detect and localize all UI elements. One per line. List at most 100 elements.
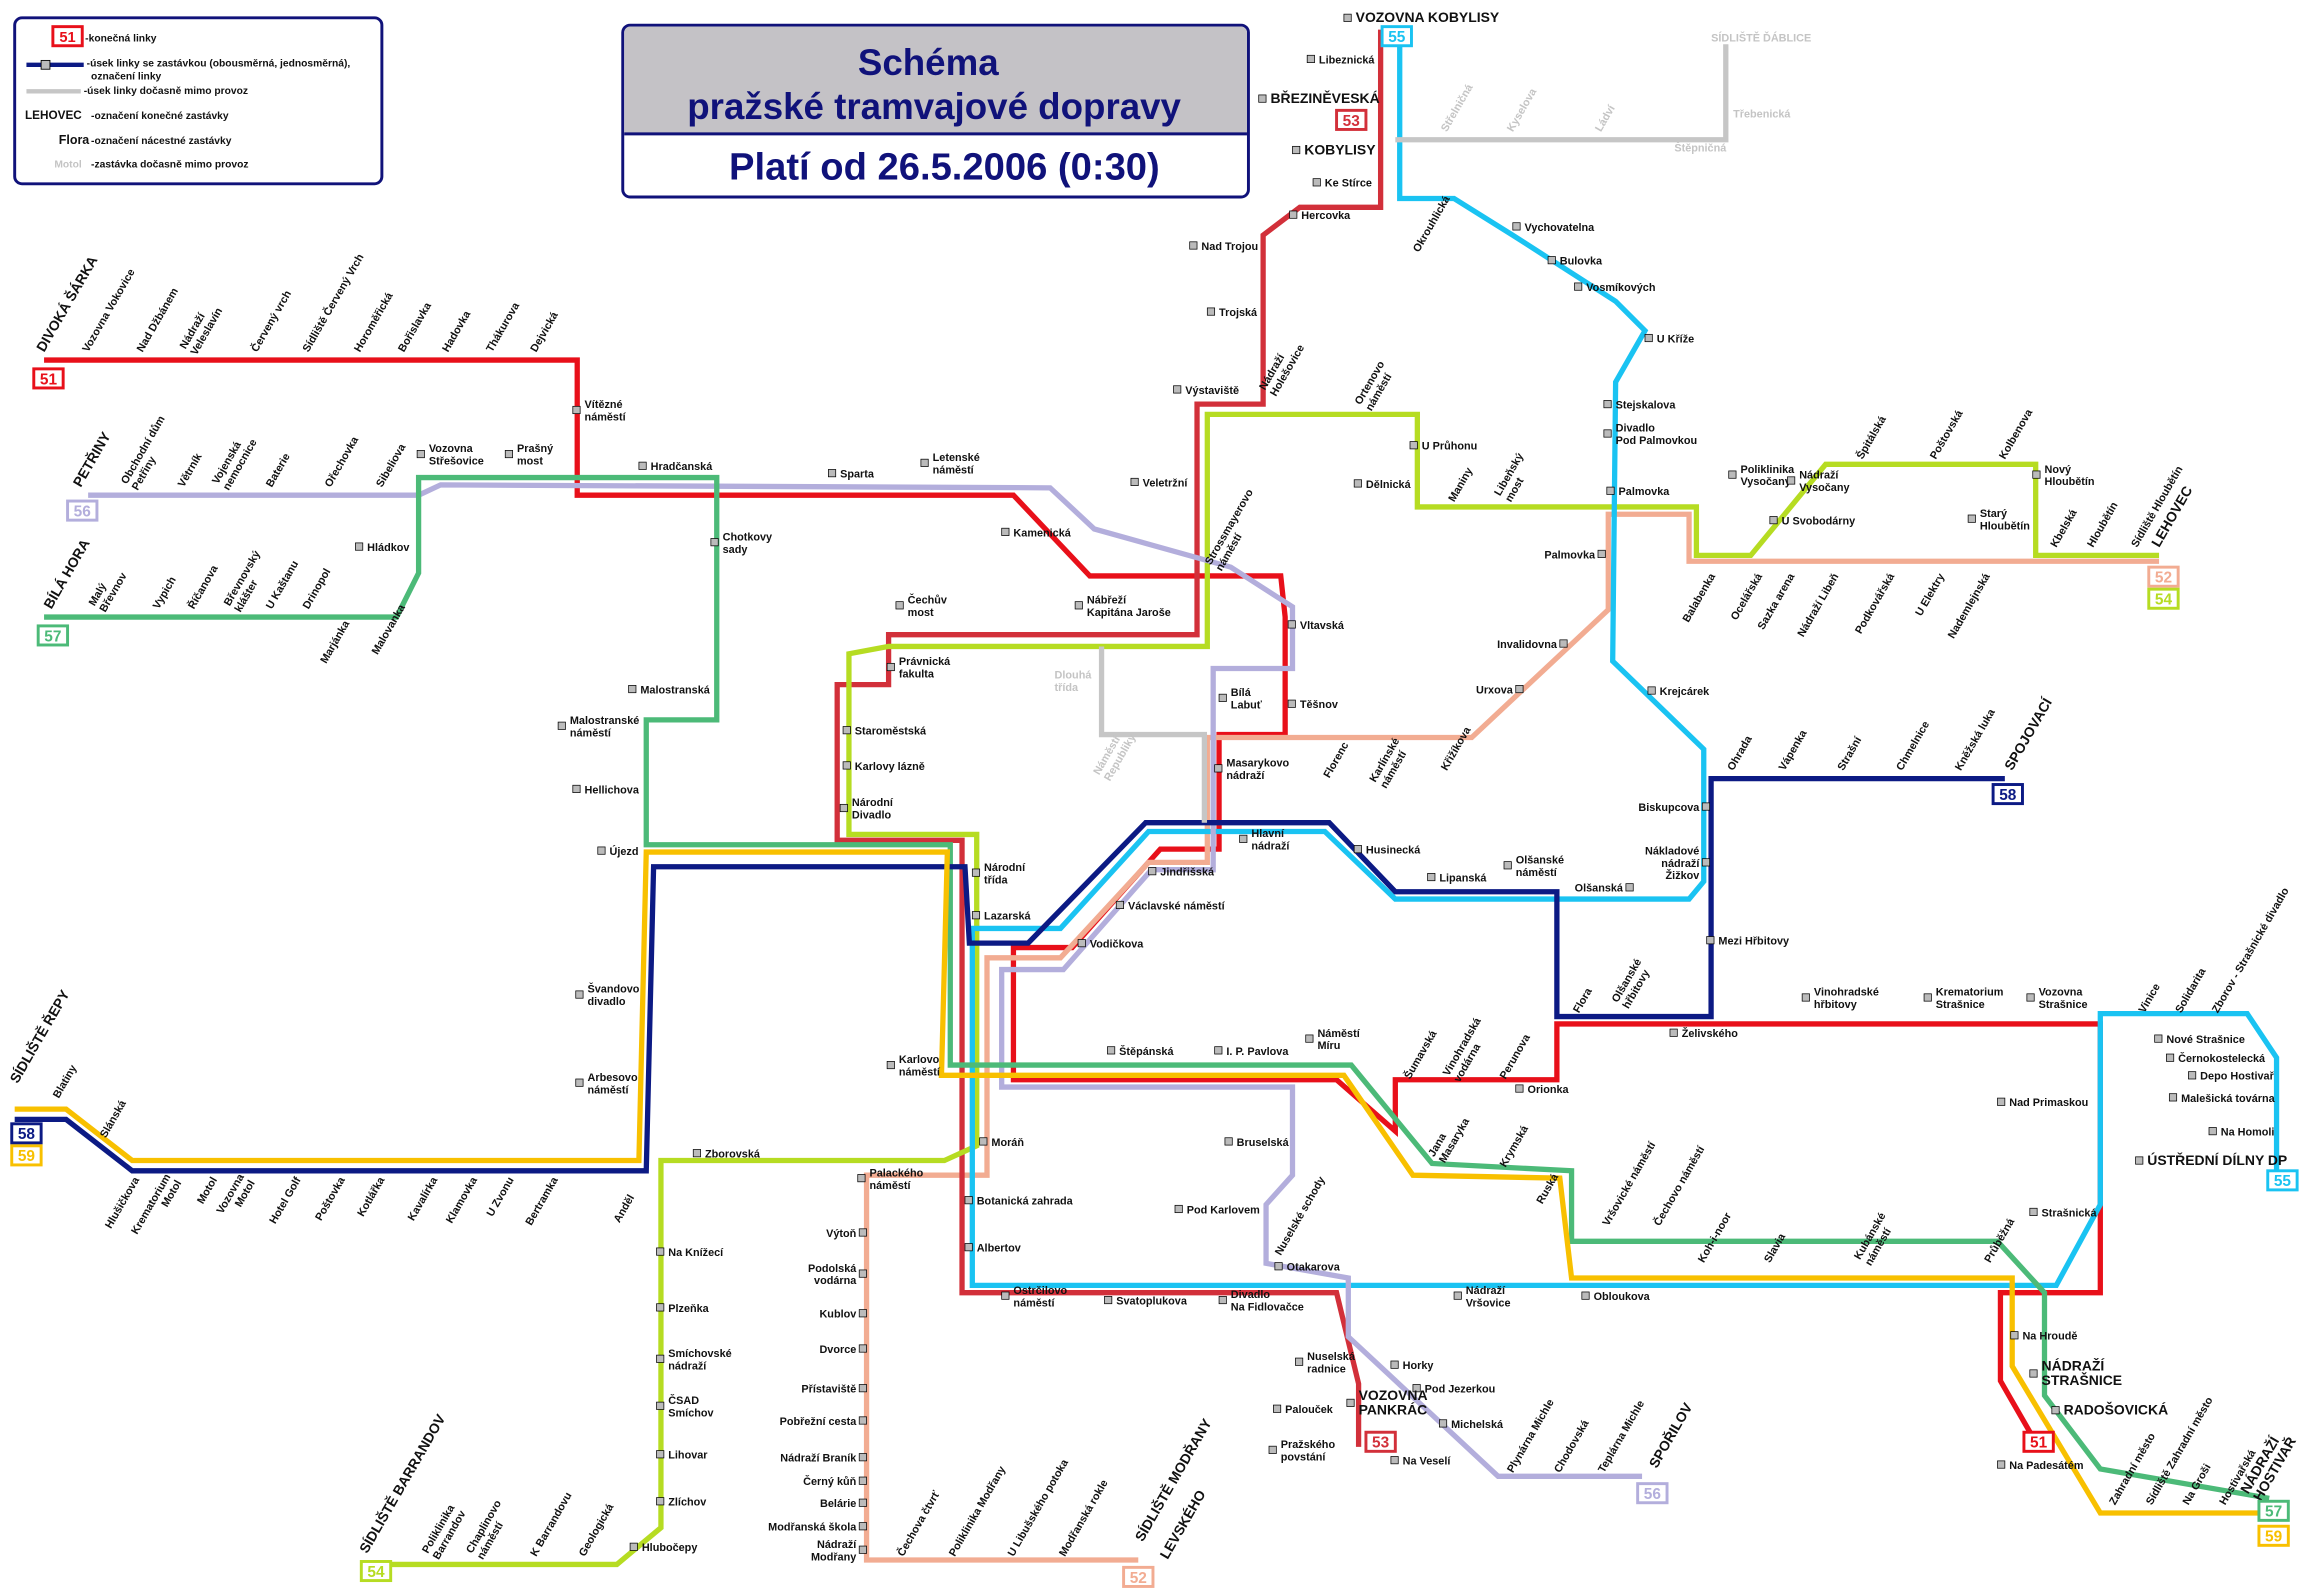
station-label: Malovanka xyxy=(370,602,409,657)
tram-line-58 xyxy=(14,775,2005,1174)
terminus-badge-55: 55 xyxy=(1380,25,1413,48)
station-label: Albertov xyxy=(977,1243,1021,1255)
tram-lines xyxy=(14,29,2280,1568)
stop-marker-icon xyxy=(656,1401,665,1410)
stop-marker-icon xyxy=(1353,845,1362,854)
stop-marker-icon xyxy=(1295,1357,1304,1366)
legend-sample-stop: Flora xyxy=(59,133,91,147)
station-label: Špitálská xyxy=(1854,413,1890,462)
station-label: Hellichova xyxy=(585,784,640,796)
stop-marker-icon xyxy=(1173,385,1182,394)
tram-line-59 xyxy=(14,849,2270,1516)
legend-item-closed-stop: -zastávka dočasně mimo provoz xyxy=(91,160,248,171)
terminus-badge-57: 57 xyxy=(2257,1499,2290,1522)
station-label: Nádraží Braník xyxy=(780,1453,857,1465)
station-label: Biskupcova xyxy=(1638,802,1700,814)
terminus-badge-58: 58 xyxy=(10,1122,43,1145)
station-label: BŘEZINĚVESKÁ xyxy=(1270,89,1379,106)
station-label: Perunova xyxy=(1498,1032,1534,1082)
stop-marker-icon xyxy=(842,761,851,770)
tram-line-55 xyxy=(969,29,2280,1289)
station-label: Pobřežní cesta xyxy=(780,1416,858,1428)
stop-marker-icon xyxy=(1148,867,1157,876)
station-label: Vojenskánemocnice xyxy=(210,431,260,492)
station-label: Depo Hostivař xyxy=(2200,1071,2274,1083)
station-label: Kněžská luka xyxy=(1953,706,1998,772)
stop-marker-icon xyxy=(2188,1071,2197,1080)
stop-marker-icon xyxy=(979,1137,988,1146)
tram-line-56 xyxy=(88,482,1643,1479)
station-label: Thákurova xyxy=(484,300,522,354)
station-label: Černokostelecká xyxy=(2178,1052,2266,1065)
stop-marker-icon xyxy=(1728,470,1737,479)
station-label: Kavalírka xyxy=(406,1174,441,1223)
station-label: Hládkov xyxy=(367,542,409,554)
stop-marker-icon xyxy=(628,685,637,694)
station-label: Na Homoli xyxy=(2221,1127,2275,1139)
station-label: Libeznická xyxy=(1319,54,1375,66)
stop-marker-icon xyxy=(656,1354,665,1363)
station-label: Dvorce xyxy=(819,1344,856,1356)
station-label: Klamovka xyxy=(444,1174,481,1225)
station-label: Vršovické náměstí xyxy=(1600,1139,1658,1228)
station-label: Belárie xyxy=(820,1498,856,1510)
stop-marker-icon xyxy=(1274,1262,1283,1271)
stop-marker-icon xyxy=(1597,549,1606,558)
station-label: Ortenovonáměstí xyxy=(1353,359,1399,413)
terminus-badge-58: 58 xyxy=(1991,783,2024,806)
station-label: ÚSTŘEDNÍ DÍLNY DP xyxy=(2147,1151,2287,1168)
terminus-badge-52: 52 xyxy=(1122,1565,1155,1588)
tram-line-closed-b xyxy=(1395,44,1729,143)
station-label: Flora xyxy=(1571,985,1595,1015)
terminus-badge-57: 57 xyxy=(36,624,70,647)
terminus-line-number: 56 xyxy=(1644,1486,1662,1503)
station-label: Vodičkova xyxy=(1090,939,1144,951)
stop-marker-icon xyxy=(1787,476,1796,485)
station-label: Strašní xyxy=(1835,734,1864,773)
station-label: Obchodní důmPetřiny xyxy=(119,414,179,493)
station-label: Kyselova xyxy=(1505,86,1540,134)
stop-marker-icon xyxy=(1439,1419,1448,1428)
stop-marker-icon xyxy=(1603,400,1612,409)
terminus-line-number: 54 xyxy=(2155,592,2173,609)
station-label: Lipanská xyxy=(1439,872,1487,884)
stop-marker-icon xyxy=(1574,282,1583,291)
station-label: Čechovo náměstí xyxy=(1651,1143,1708,1228)
station-label: Anděl xyxy=(612,1193,637,1225)
stop-marker-icon xyxy=(1997,1097,2006,1106)
stop-marker-icon xyxy=(1606,486,1615,495)
station-label: Černý kůň xyxy=(803,1475,856,1488)
legend-terminus-badge xyxy=(51,25,84,48)
stop-marker-icon xyxy=(1292,145,1301,155)
stop-marker-icon xyxy=(920,458,929,467)
stop-marker-icon xyxy=(1625,883,1634,892)
station-label: Zborovská xyxy=(705,1149,761,1161)
stop-marker-icon xyxy=(842,726,851,735)
stop-marker-icon xyxy=(2051,1406,2060,1415)
station-label: Sibeliova xyxy=(374,441,409,489)
stop-marker-icon xyxy=(1453,1291,1462,1300)
station-label: Vychovatelna xyxy=(1525,222,1596,234)
stop-marker-icon xyxy=(1104,1296,1113,1305)
station-label: K Barrandovu xyxy=(528,1490,574,1558)
stop-marker-icon xyxy=(858,1476,867,1485)
stop-marker-icon xyxy=(858,1522,867,1531)
station-label: Baterie xyxy=(264,451,293,489)
station-label: Invalidovna xyxy=(1497,639,1558,651)
station-label: Staroměstská xyxy=(855,726,927,738)
station-label: SÍDLIŠTĚ ŘEPY xyxy=(6,986,73,1086)
terminus-line-number: 51 xyxy=(40,371,58,388)
station-label: Krejcárek xyxy=(1660,686,1710,698)
station-label: Botanická zahrada xyxy=(977,1196,1074,1208)
station-label: Otakarova xyxy=(1287,1262,1341,1274)
